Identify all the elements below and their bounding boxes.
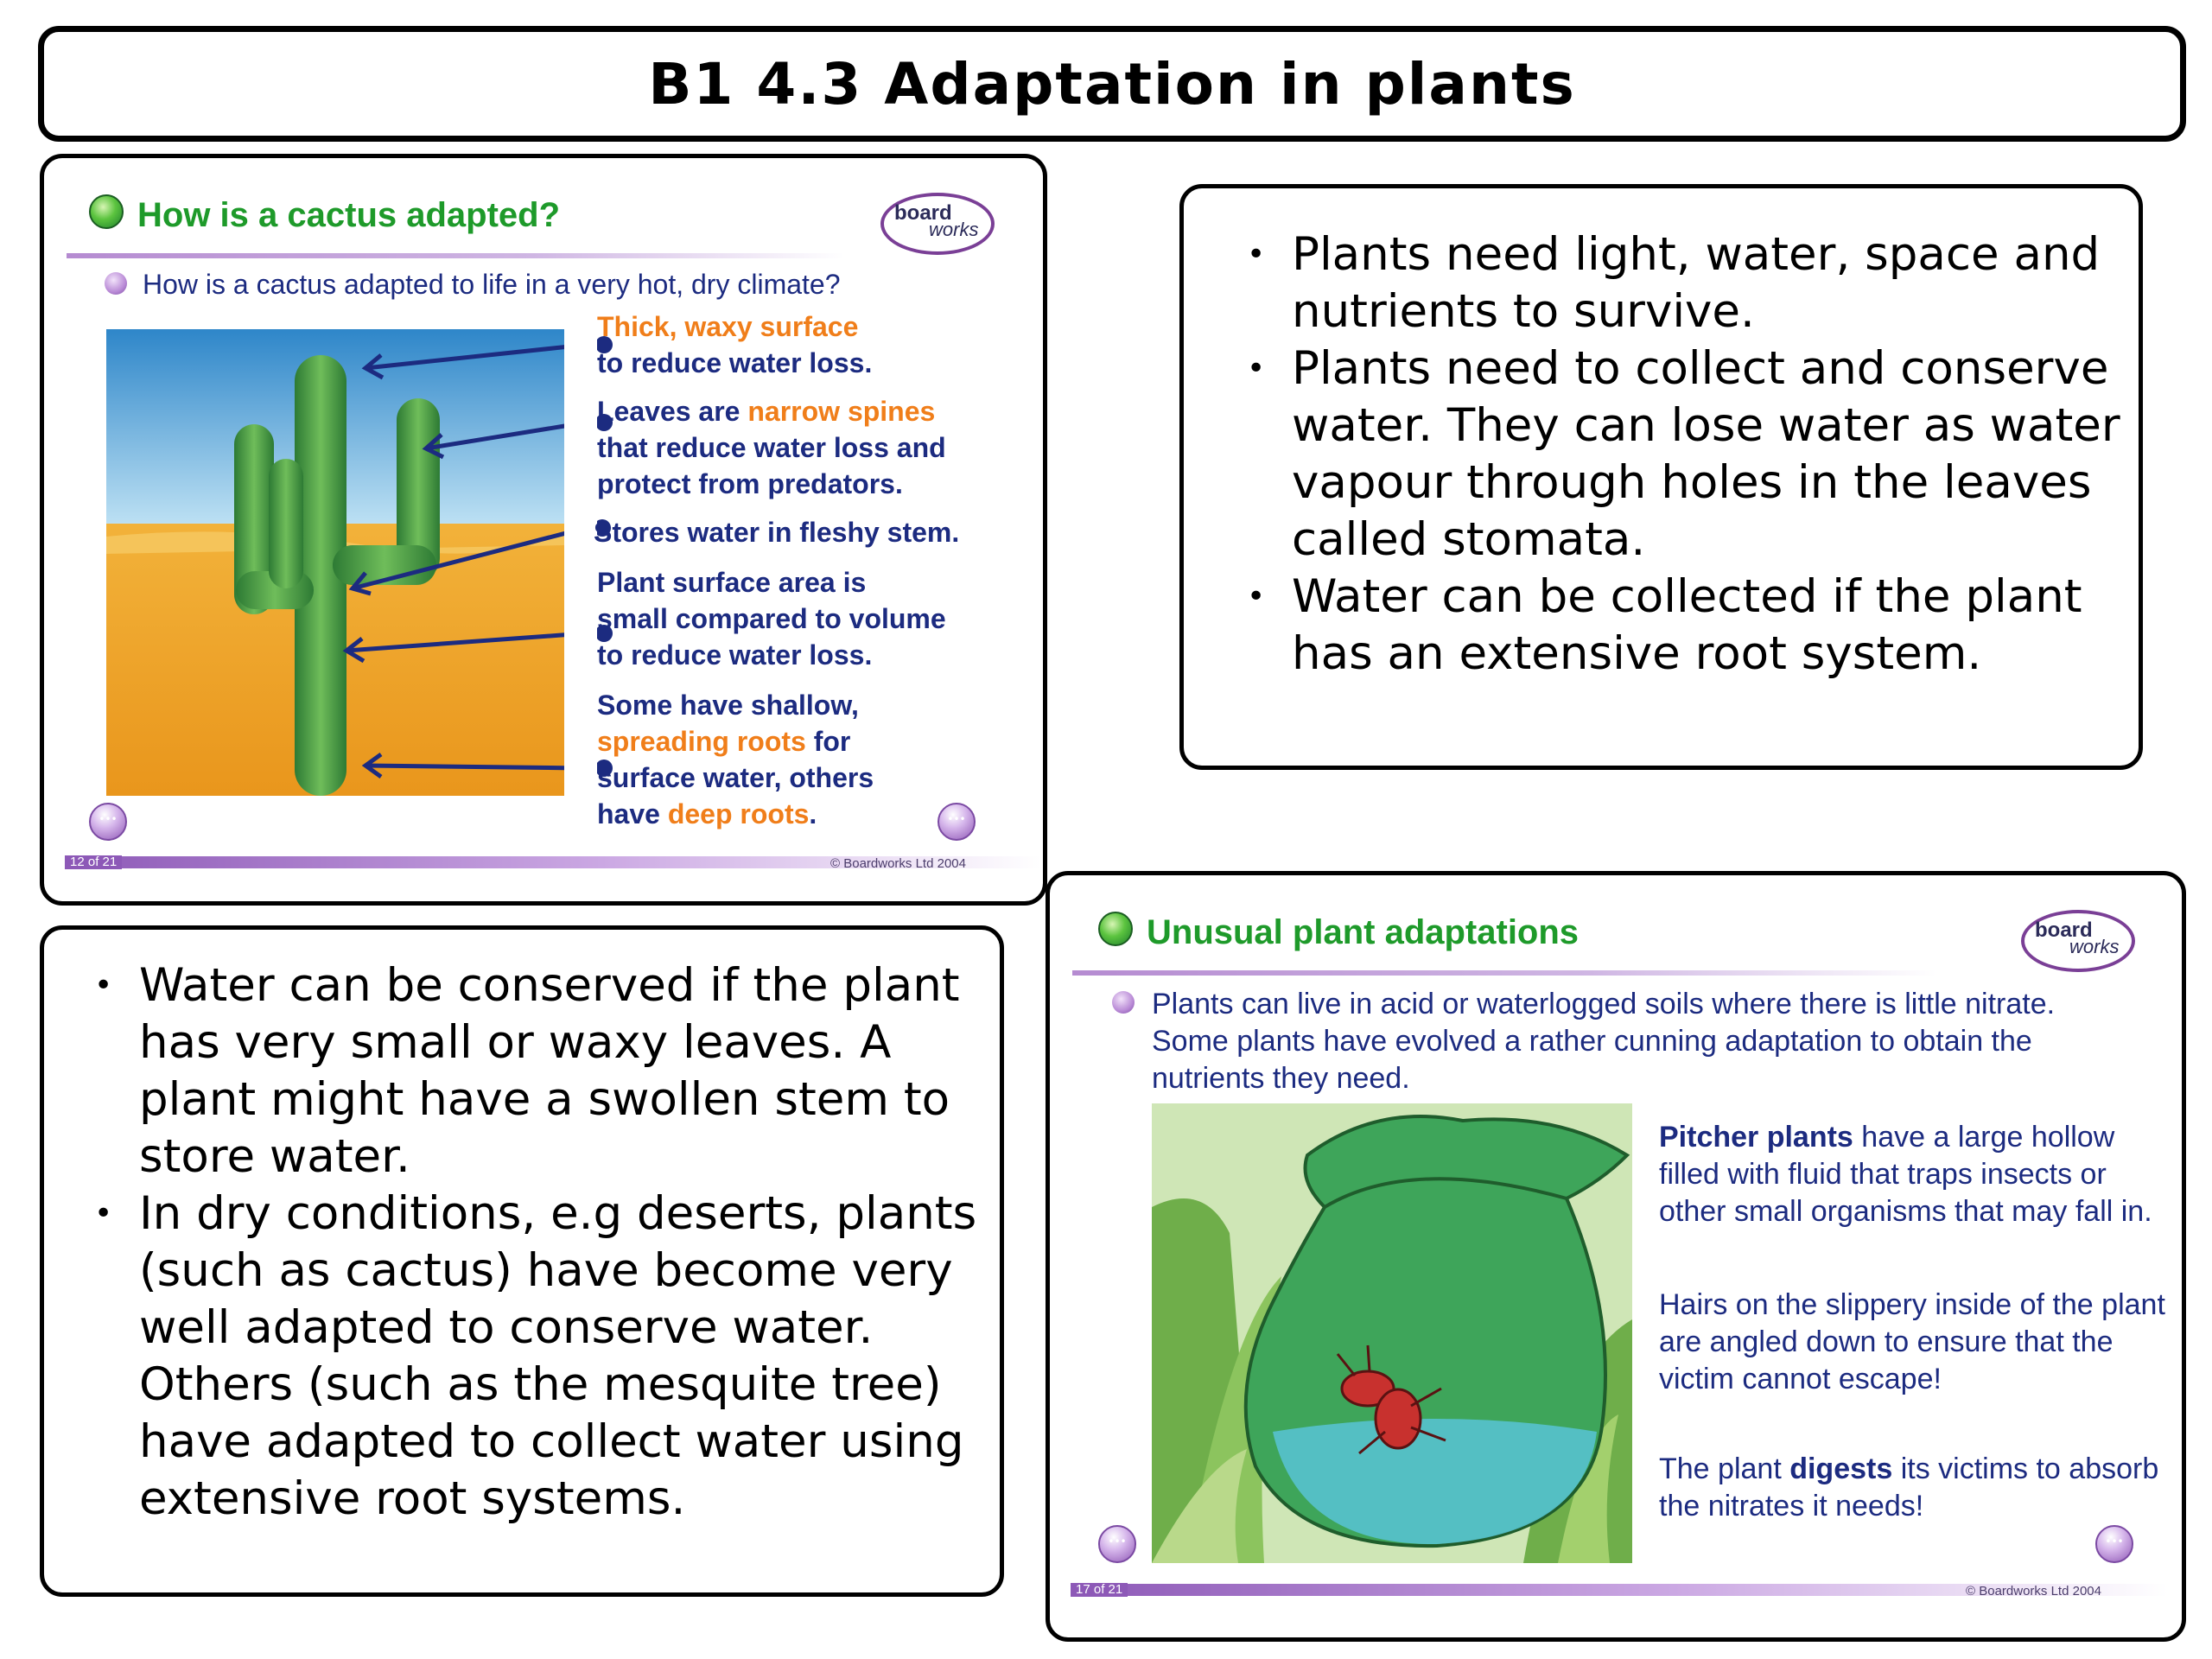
globe-icon bbox=[1098, 912, 1133, 946]
title-banner: B1 4.3 Adaptation in plants bbox=[38, 26, 2186, 142]
label-roots: Some have shallow, spreading roots for s… bbox=[597, 690, 874, 830]
globe-icon bbox=[89, 194, 124, 229]
survival-needs-list: Plants need light, water, space and nutr… bbox=[1231, 226, 2121, 683]
unusual-adaptations-heading: Unusual plant adaptations bbox=[1147, 913, 1580, 951]
previous-slide-button[interactable] bbox=[1098, 1525, 1136, 1563]
slide-page-number: 17 of 21 bbox=[1071, 1583, 1128, 1597]
footer-bar bbox=[1071, 1584, 2168, 1596]
previous-slide-button[interactable] bbox=[89, 803, 127, 841]
next-slide-button[interactable] bbox=[2095, 1525, 2133, 1563]
list-item: Plants need to collect and conserve wate… bbox=[1231, 340, 2121, 569]
intro-paragraph: Plants can live in acid or waterlogged s… bbox=[1152, 988, 2056, 1095]
list-item: Water can be conserved if the plant has … bbox=[79, 957, 982, 1185]
heading-underline bbox=[1072, 970, 1936, 976]
digestion-description: The plant digests its victims to absorb … bbox=[1659, 1452, 2159, 1522]
page-title: B1 4.3 Adaptation in plants bbox=[648, 51, 1576, 118]
intro-bullet-icon bbox=[1112, 991, 1135, 1014]
copyright: © Boardworks Ltd 2004 bbox=[1966, 1584, 2101, 1599]
water-conservation-box: Water can be conserved if the plant has … bbox=[40, 925, 1004, 1597]
heading-underline bbox=[67, 253, 844, 258]
slide-page-number: 12 of 21 bbox=[65, 855, 123, 869]
list-item: Plants need light, water, space and nutr… bbox=[1231, 226, 2121, 340]
label-narrow-spines: Leaves are narrow spines that reduce wat… bbox=[597, 396, 946, 499]
question-bullet-icon bbox=[105, 272, 127, 295]
survival-needs-box: Plants need light, water, space and nutr… bbox=[1179, 184, 2143, 770]
copyright: © Boardworks Ltd 2004 bbox=[830, 856, 966, 871]
list-item: Water can be collected if the plant has … bbox=[1231, 569, 2121, 683]
label-waxy-surface: Thick, waxy surface to reduce water loss… bbox=[597, 311, 873, 378]
next-slide-button[interactable] bbox=[938, 803, 976, 841]
list-item: In dry conditions, e.g deserts, plants (… bbox=[79, 1185, 982, 1528]
cactus-slide-heading: How is a cactus adapted? bbox=[137, 196, 561, 234]
arrow-dots bbox=[597, 336, 613, 777]
cactus-question: How is a cactus adapted to life in a ver… bbox=[143, 269, 841, 300]
cactus-illustration bbox=[106, 329, 564, 796]
hairs-description: Hairs on the slippery inside of the plan… bbox=[1659, 1288, 2165, 1395]
pitcher-plant-illustration bbox=[1152, 1103, 1632, 1563]
label-surface-area: Plant surface area is small compared to … bbox=[597, 567, 946, 671]
water-conservation-list: Water can be conserved if the plant has … bbox=[79, 957, 982, 1528]
label-fleshy-stem: Stores water in fleshy stem. bbox=[594, 517, 960, 548]
pitcher-description: Pitcher plants have a large hollow fille… bbox=[1659, 1121, 2152, 1228]
footer-bar bbox=[65, 856, 1041, 868]
